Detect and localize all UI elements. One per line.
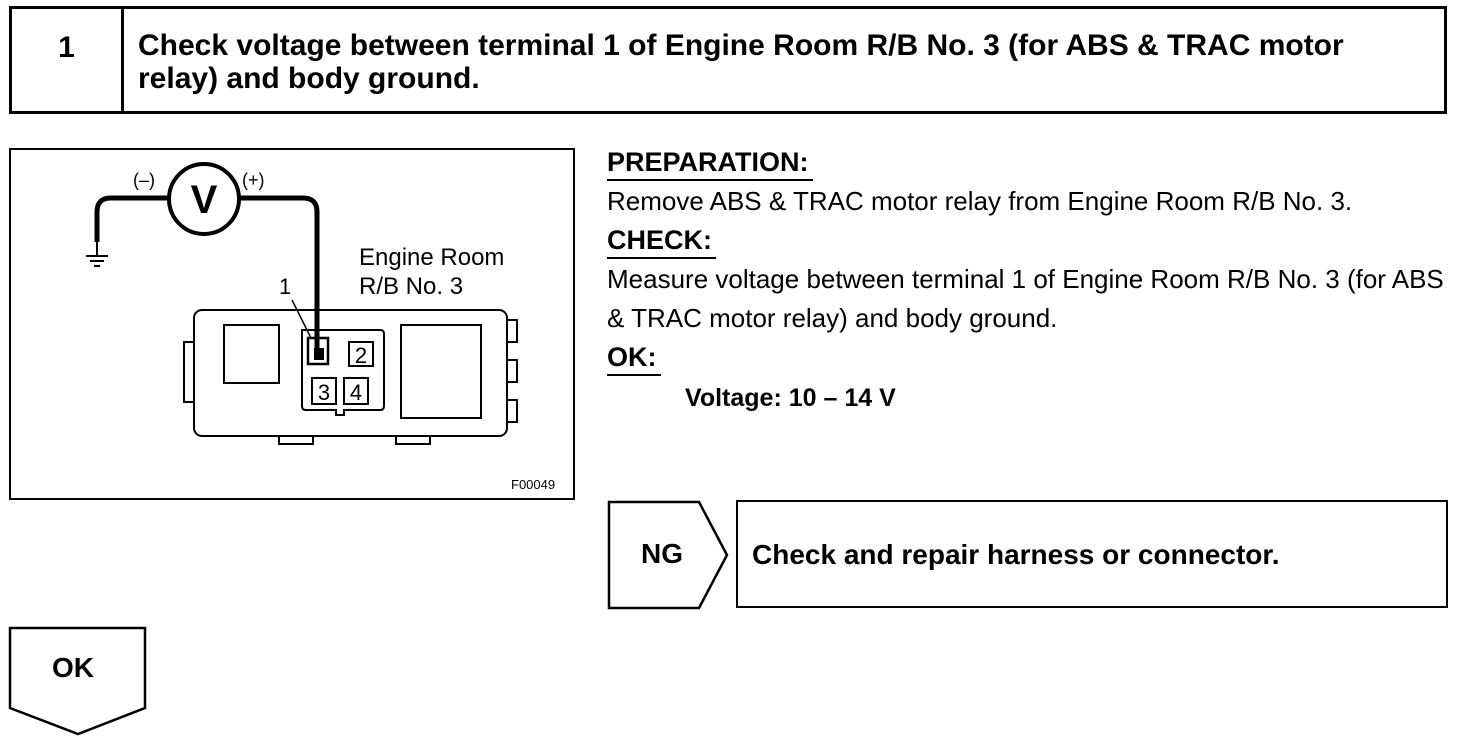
instructions: PREPARATION: Remove ABS & TRAC motor rel… xyxy=(607,143,1457,418)
relay-block xyxy=(183,309,518,445)
figure-diagram: V (–) (+) Engine Room R/B No. 3 1 2 xyxy=(86,162,555,492)
ok-label: OK xyxy=(52,652,94,683)
terminal-4: 4 xyxy=(350,380,362,405)
check-heading: CHECK: xyxy=(607,223,716,259)
callout-line xyxy=(291,299,312,339)
ng-arrow: NG xyxy=(607,500,733,615)
step-title: Check voltage between terminal 1 of Engi… xyxy=(138,29,1344,95)
wiring-figure: V (–) (+) Engine Room R/B No. 3 1 2 xyxy=(9,148,575,500)
figure-code: F00049 xyxy=(511,477,555,492)
preparation-text: Remove ABS & TRAC motor relay from Engin… xyxy=(607,186,1353,216)
check-text: Measure voltage between terminal 1 of En… xyxy=(607,264,1444,333)
positive-label: (+) xyxy=(242,170,265,190)
rb-label-line2: R/B No. 3 xyxy=(359,273,463,300)
voltmeter-icon: V xyxy=(167,162,241,236)
ng-action-box: Check and repair harness or connector. xyxy=(736,500,1448,608)
rb-label-line1: Engine Room xyxy=(359,244,504,271)
negative-lead xyxy=(94,195,168,242)
ng-action-text: Check and repair harness or connector. xyxy=(752,539,1280,570)
step-header: 1 Check voltage between terminal 1 of En… xyxy=(9,6,1447,114)
negative-label: (–) xyxy=(133,170,155,190)
step-number: 1 xyxy=(12,9,124,111)
positive-lead xyxy=(239,195,320,350)
ground-icon xyxy=(86,242,108,267)
ok-arrow: OK xyxy=(8,626,148,743)
voltage-spec: Voltage: 10 – 14 V xyxy=(685,384,896,412)
ok-heading: OK: xyxy=(607,340,661,376)
ng-label: NG xyxy=(641,538,683,569)
preparation-heading: PREPARATION: xyxy=(607,145,813,181)
terminal-callout: 1 xyxy=(279,274,291,299)
terminal-3: 3 xyxy=(318,380,330,405)
terminal-2: 2 xyxy=(355,343,367,368)
meter-label: V xyxy=(191,178,218,222)
